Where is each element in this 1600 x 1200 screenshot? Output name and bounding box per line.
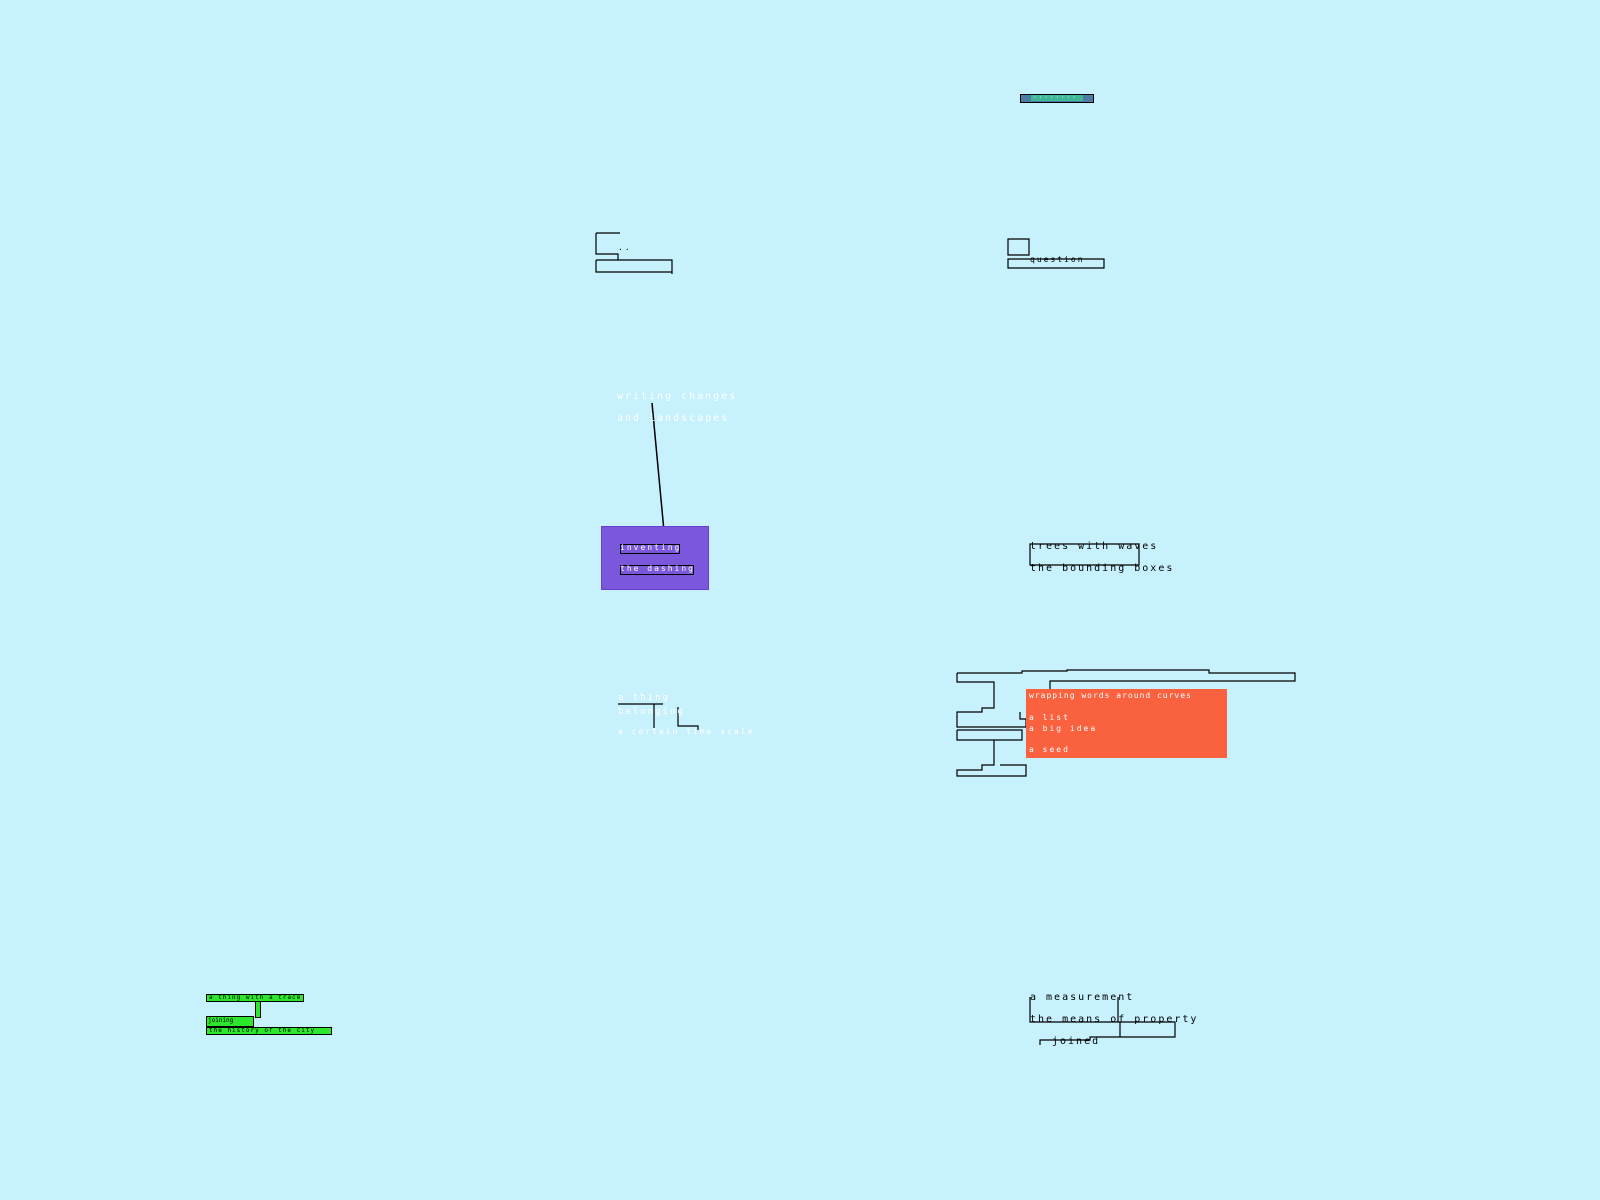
- note-writing-line1[interactable]: writing changes: [617, 391, 738, 402]
- top-badge-label: ········: [1033, 94, 1078, 101]
- node-belonging-line2[interactable]: belonging: [618, 707, 685, 717]
- green-node-bottom[interactable]: joining the history of the city: [206, 1016, 332, 1035]
- purple-node-line1: inventing: [620, 543, 682, 552]
- green-node-line3: the history of the city: [209, 1027, 316, 1034]
- orange-node-line3: a big idea: [1029, 724, 1098, 733]
- green-node-low: the history of the city: [206, 1027, 332, 1035]
- outline-shape: [1007, 238, 1105, 269]
- green-node-stem: [255, 1001, 261, 1018]
- outline-shape: [1029, 543, 1140, 566]
- green-node-mid: joining: [206, 1016, 254, 1027]
- note-measurement-line3[interactable]: joined: [1052, 1036, 1101, 1047]
- outline-shape: [956, 669, 1296, 777]
- note-trees-line2[interactable]: the bounding boxes: [1030, 563, 1175, 574]
- note-trees-line1[interactable]: trees with waves: [1030, 541, 1159, 552]
- outline-shape: [1029, 997, 1176, 1045]
- orange-node[interactable]: wrapping words around curves a list a bi…: [1026, 689, 1227, 758]
- purple-node-line2-frame: [620, 565, 694, 575]
- connector-writing-to-purple: [651, 402, 666, 543]
- orange-node-line4: a seed: [1029, 745, 1070, 754]
- purple-node-line1-frame: [620, 544, 680, 554]
- note-measurement-line2[interactable]: the means of property: [1030, 1014, 1199, 1025]
- top-badge-inner: [1031, 95, 1083, 101]
- node-left-upper-label[interactable]: ··: [618, 245, 632, 254]
- node-right-upper-label[interactable]: question: [1030, 255, 1085, 264]
- outline-shape: [618, 703, 699, 730]
- node-belonging-line1[interactable]: a thing: [618, 693, 670, 703]
- green-node-line1: a thing with a trace: [209, 994, 302, 1001]
- node-belonging-line3[interactable]: a certain time scale: [618, 727, 755, 736]
- purple-node[interactable]: inventing the dashing: [601, 526, 709, 590]
- outline-shape: [595, 232, 673, 274]
- purple-node-line2: the dashing: [620, 564, 695, 573]
- note-measurement-line1[interactable]: a measurement: [1030, 992, 1135, 1003]
- orange-node-line1: wrapping words around curves: [1029, 691, 1192, 700]
- note-writing-line2[interactable]: and landscapes: [617, 413, 730, 424]
- top-badge[interactable]: ········: [1020, 94, 1094, 103]
- green-node-line2: joining: [208, 1017, 234, 1024]
- orange-node-line2: a list: [1029, 713, 1070, 722]
